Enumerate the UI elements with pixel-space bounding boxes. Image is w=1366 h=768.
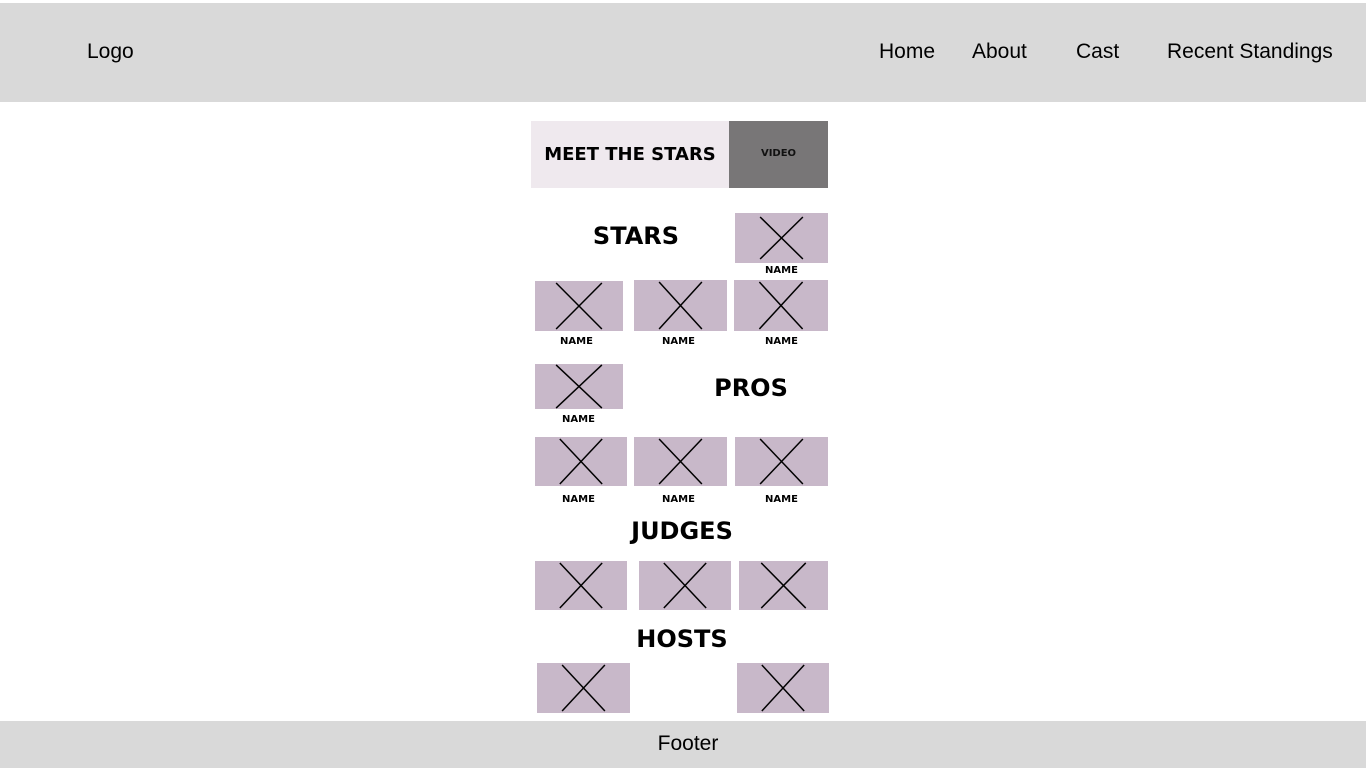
star-name-4: NAME xyxy=(765,336,798,347)
judges-heading: JUDGES xyxy=(631,517,733,545)
judge-image-2[interactable] xyxy=(639,561,731,610)
stars-heading: STARS xyxy=(592,222,680,250)
image-placeholder-icon xyxy=(537,663,630,713)
host-image-2[interactable] xyxy=(737,663,829,713)
image-placeholder-icon xyxy=(735,213,828,263)
header: Logo Home About Cast Recent Standings xyxy=(0,3,1366,102)
footer: Footer xyxy=(0,721,1366,768)
hosts-heading: HOSTS xyxy=(636,625,728,653)
image-placeholder-icon xyxy=(535,281,623,331)
image-placeholder-icon xyxy=(739,561,828,610)
judge-image-1[interactable] xyxy=(535,561,627,610)
image-placeholder-icon xyxy=(639,561,731,610)
image-placeholder-icon xyxy=(735,437,828,486)
star-image-1[interactable] xyxy=(735,213,828,263)
pro-name-3: NAME xyxy=(765,494,798,505)
star-image-5[interactable] xyxy=(535,364,623,409)
star-name-3: NAME xyxy=(662,336,695,347)
pro-image-2[interactable] xyxy=(634,437,727,486)
nav-home[interactable]: Home xyxy=(879,40,936,63)
footer-label: Footer xyxy=(657,732,719,755)
star-name-5: NAME xyxy=(562,414,595,425)
pros-heading: PROS xyxy=(714,374,788,402)
video-label: VIDEO xyxy=(760,148,797,159)
video-player[interactable]: VIDEO xyxy=(729,121,828,188)
pro-name-1: NAME xyxy=(562,494,595,505)
star-image-4[interactable] xyxy=(734,280,828,331)
star-name-1: NAME xyxy=(765,265,798,276)
image-placeholder-icon xyxy=(535,561,627,610)
image-placeholder-icon xyxy=(535,364,623,409)
banner-title: MEET THE STARS xyxy=(544,144,716,165)
star-image-2[interactable] xyxy=(535,281,623,331)
nav-cast[interactable]: Cast xyxy=(1076,40,1120,63)
pro-image-1[interactable] xyxy=(535,437,627,486)
nav-recent-standings[interactable]: Recent Standings xyxy=(1167,40,1333,63)
star-image-3[interactable] xyxy=(634,280,727,331)
image-placeholder-icon xyxy=(634,280,727,331)
pro-name-2: NAME xyxy=(662,494,695,505)
image-placeholder-icon xyxy=(634,437,727,486)
image-placeholder-icon xyxy=(734,280,828,331)
star-name-2: NAME xyxy=(560,336,593,347)
host-image-1[interactable] xyxy=(537,663,630,713)
pro-image-3[interactable] xyxy=(735,437,828,486)
meet-the-stars-banner: MEET THE STARS xyxy=(531,121,729,188)
nav-about[interactable]: About xyxy=(972,40,1027,63)
logo[interactable]: Logo xyxy=(87,40,134,63)
image-placeholder-icon xyxy=(535,437,627,486)
image-placeholder-icon xyxy=(737,663,829,713)
judge-image-3[interactable] xyxy=(739,561,828,610)
